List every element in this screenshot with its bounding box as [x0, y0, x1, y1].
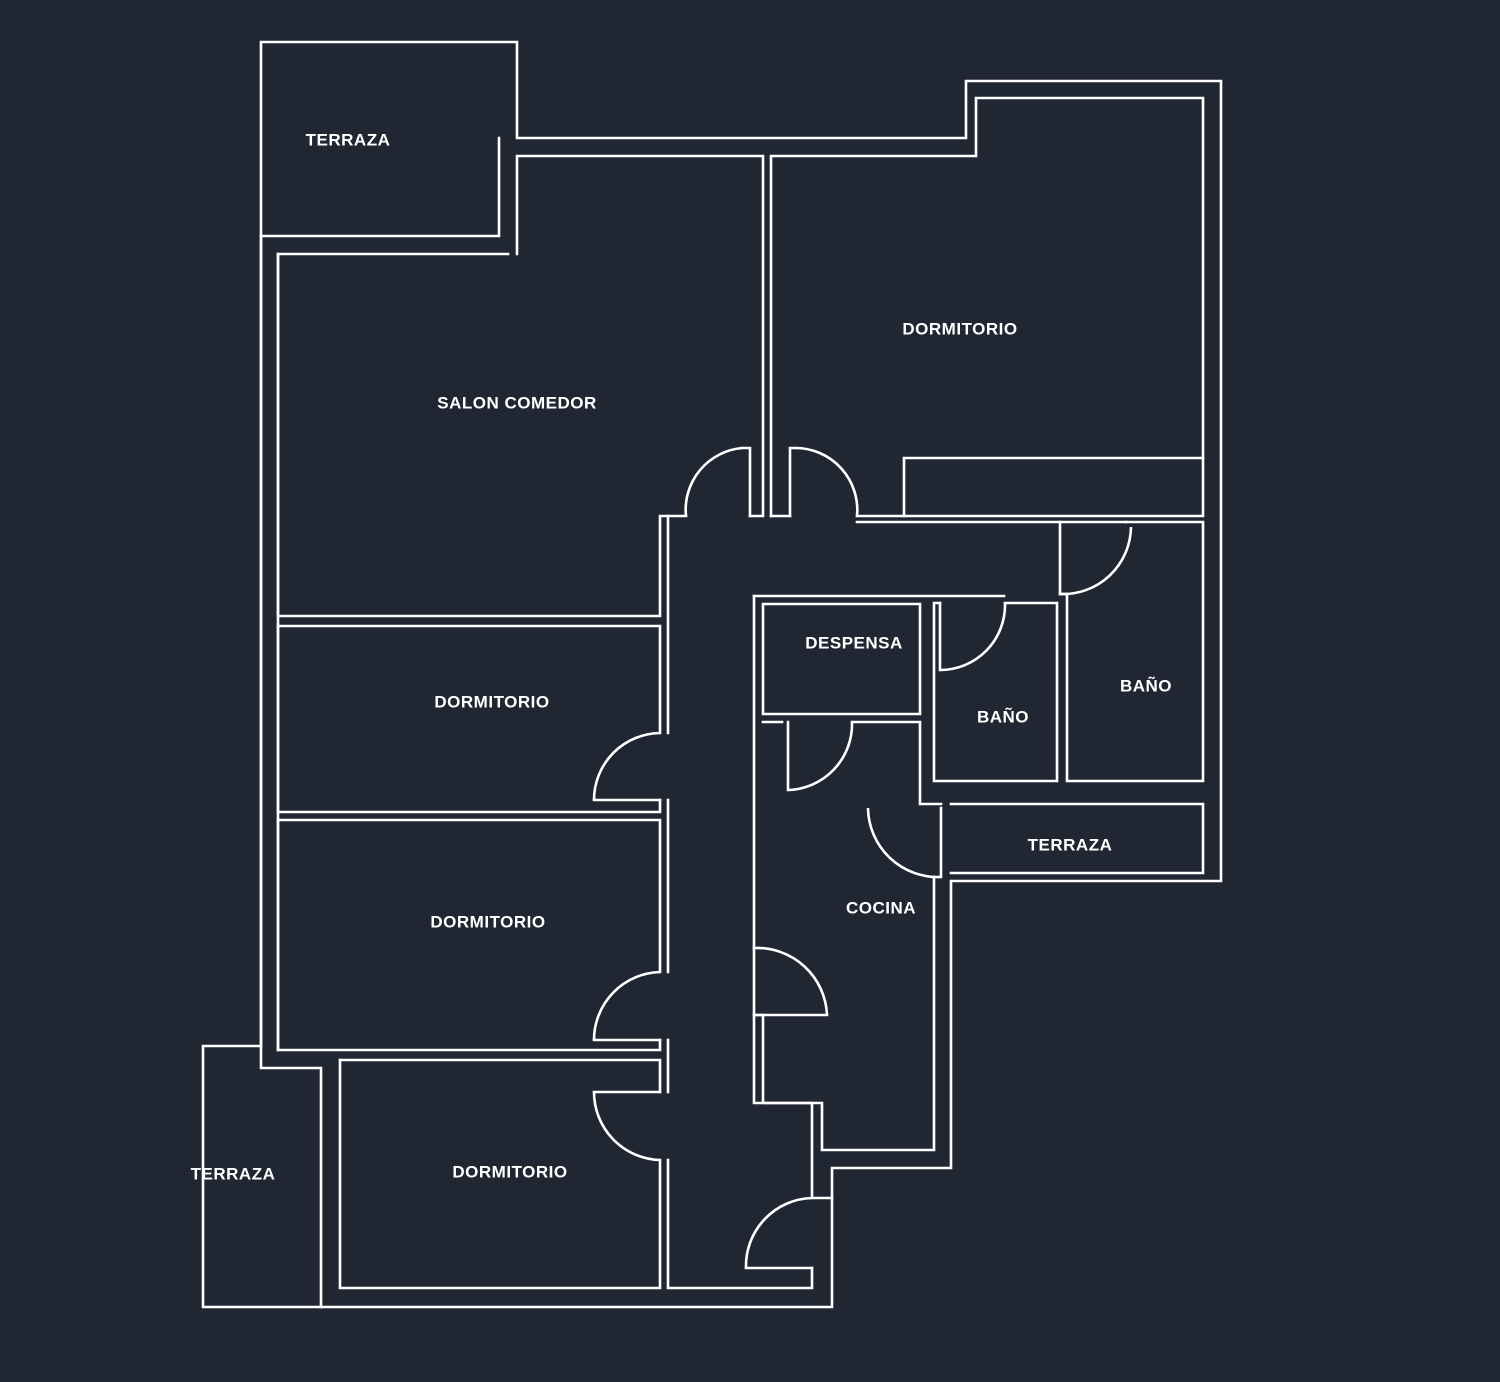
label-dormitorio-top-right: DORMITORIO — [902, 319, 1017, 338]
label-terraza-top: TERRAZA — [306, 130, 391, 149]
door-swing-entrance — [744, 1196, 813, 1269]
dormitorio-1-top — [276, 624, 662, 735]
walls — [201, 40, 1223, 1309]
door-swing-salon — [684, 446, 743, 517]
label-cocina: COCINA — [846, 898, 916, 917]
label-bano-small: BAÑO — [977, 706, 1029, 726]
door-swing-despensa — [787, 721, 854, 792]
door-swing-dorm-1 — [592, 731, 661, 801]
terraza-right-room — [949, 802, 1205, 875]
doors — [592, 446, 1133, 1270]
door-swing-bano-small — [939, 602, 1007, 672]
outer-wall — [201, 40, 1223, 1309]
door-leaf-dormitorio-tr — [788, 446, 797, 518]
label-bano-right: BAÑO — [1120, 675, 1172, 695]
label-dormitorio-1: DORMITORIO — [434, 692, 549, 711]
label-despensa: DESPENSA — [805, 633, 903, 652]
door-leaf-salon — [740, 446, 752, 518]
cocina-outer — [752, 1013, 834, 1200]
door-swing-terraza-right — [866, 807, 942, 879]
salon-inner-top — [515, 154, 765, 518]
corridor-left-d — [666, 1158, 814, 1290]
terraza-top-wall — [259, 136, 501, 238]
room-labels: TERRAZA SALON COMEDOR DORMITORIO DORMITO… — [191, 130, 1172, 1183]
label-dormitorio-2: DORMITORIO — [430, 912, 545, 931]
door-leaf-bano-right — [1058, 520, 1128, 596]
door-swing-dorm-2 — [592, 970, 661, 1041]
despensa-room — [761, 602, 922, 716]
terraza-bl-wall — [259, 1044, 323, 1309]
label-terraza-right: TERRAZA — [1028, 835, 1113, 854]
label-salon-comedor: SALON COMEDOR — [437, 393, 597, 412]
door-swing-bano-right — [1059, 526, 1133, 596]
salon-inner-wall — [276, 252, 688, 618]
door-swing-dormitorio-tr — [794, 446, 859, 517]
wardrobe-wall — [902, 456, 1205, 518]
dormitorio-3-top — [338, 1058, 662, 1094]
despensa-door-jamb-r — [850, 720, 943, 806]
dormitorio-3-bottom — [338, 1058, 662, 1290]
door-swing-dorm-3 — [592, 1091, 661, 1162]
bano-small-wall — [932, 601, 1059, 783]
label-dormitorio-3: DORMITORIO — [452, 1162, 567, 1181]
dormitorio-tr-inner — [769, 96, 1205, 518]
label-terraza-bottom-left: TERRAZA — [191, 1164, 276, 1183]
door-leaf-cocina — [752, 946, 829, 1017]
door-swing-cocina — [753, 946, 829, 1016]
dormitorio-2-top — [276, 818, 662, 974]
